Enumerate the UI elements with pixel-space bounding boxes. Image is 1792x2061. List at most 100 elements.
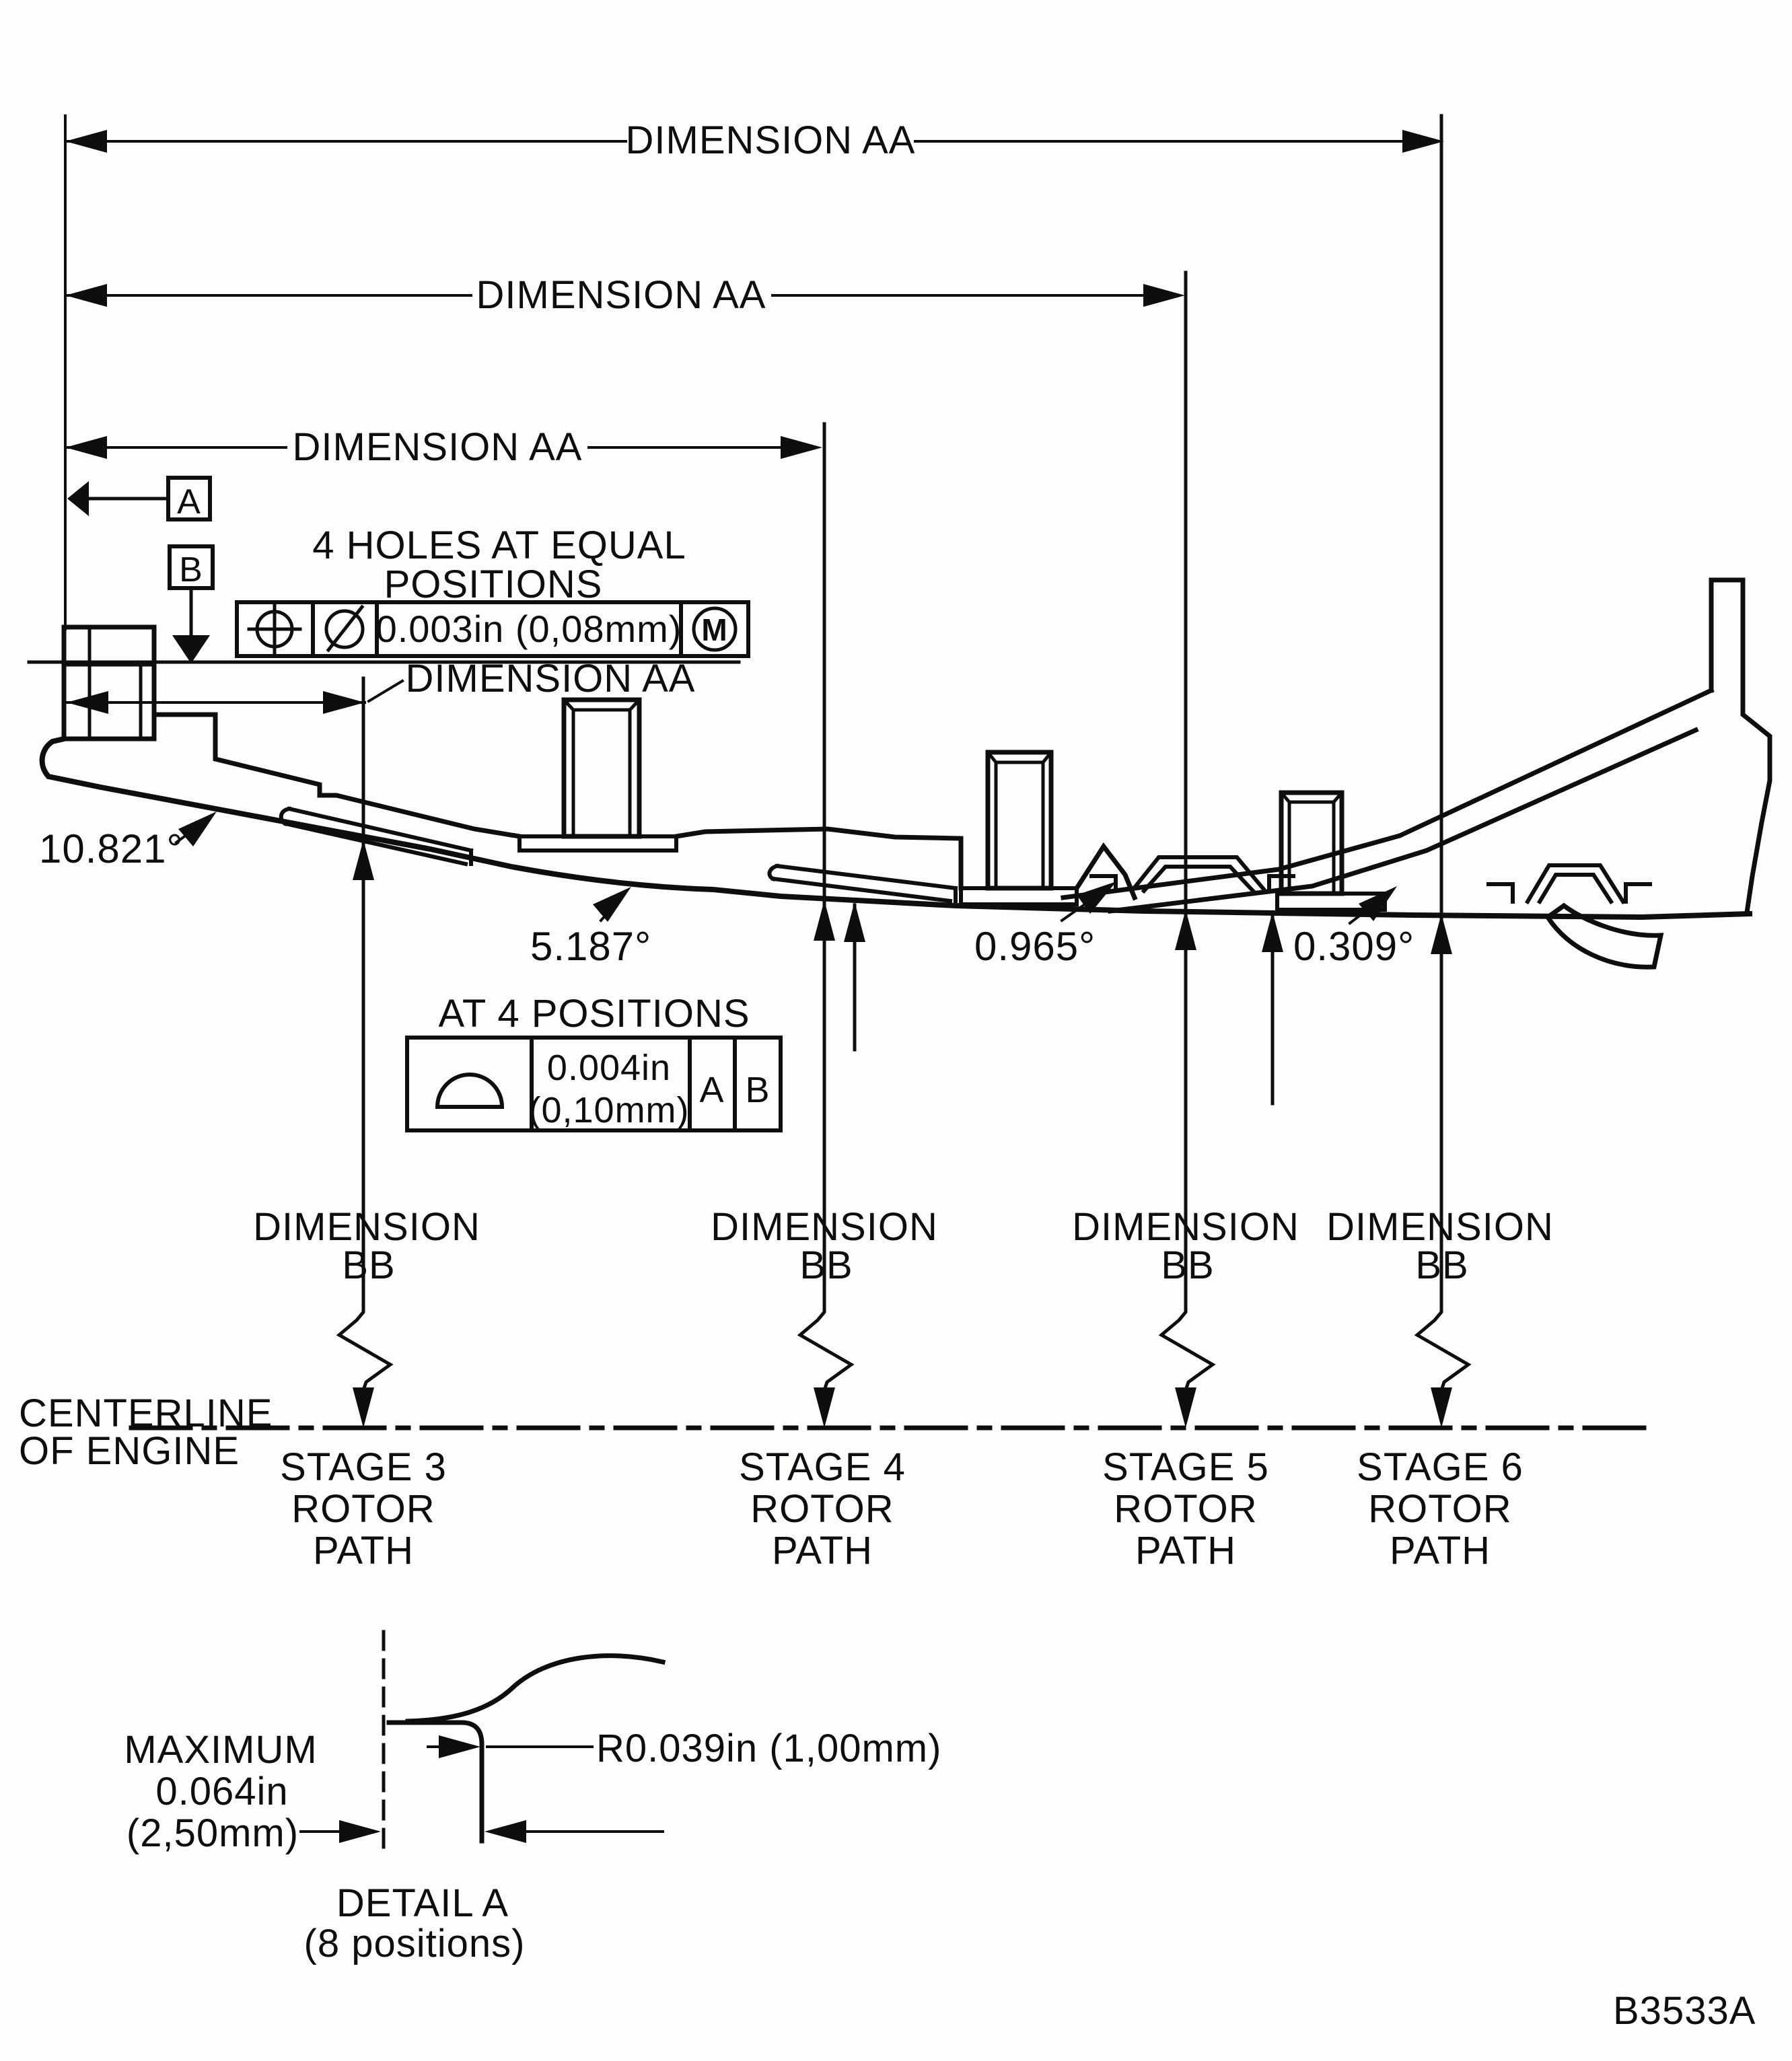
leader-arrowhead-icon — [593, 887, 631, 922]
stage-rotor: ROTOR — [1114, 1487, 1257, 1531]
stage-path: PATH — [313, 1529, 414, 1572]
four-holes-note: 4 HOLES AT EQUAL POSITIONS — [312, 523, 686, 606]
angle-callout-0309: 0.309° — [1293, 886, 1414, 969]
stage4-shroud-land — [767, 863, 958, 904]
arrowhead-left-icon — [67, 691, 108, 714]
detail-max-callout: MAXIMUM 0.064in (2,50mm) — [124, 1728, 664, 1855]
centerline-label: CENTERLINE OF ENGINE — [19, 1391, 273, 1473]
dimension-aa-2-label: DIMENSION AA — [476, 273, 766, 317]
angle-value: 0.965° — [974, 924, 1096, 969]
dimension-aa-4: DIMENSION AA — [65, 657, 696, 714]
arrowhead-left-icon — [485, 1820, 526, 1843]
dimension-bb-column-stage5: DIMENSION BB — [1072, 270, 1299, 1428]
holes-note-line1: 4 HOLES AT EQUAL — [312, 523, 686, 567]
arrowhead-up-icon — [1175, 910, 1196, 950]
arrowhead-up-icon — [1431, 914, 1452, 954]
max-line1: MAXIMUM — [124, 1728, 317, 1772]
rear-flange-tab — [1709, 577, 1772, 915]
leader-arrowhead-icon — [1359, 886, 1397, 921]
arrowhead-down-icon — [814, 1387, 835, 1428]
stage5-vane-boss — [959, 750, 1079, 906]
profile-tolerance-mm: (0,10mm) — [528, 1090, 689, 1130]
detail-a-title: DETAIL A — [336, 1881, 509, 1925]
detail-lip-profile-hook — [386, 1720, 485, 1844]
feature-control-frame-position: 0.003in (0,08mm) M — [235, 600, 750, 658]
stage-3-label: STAGE 3 ROTOR PATH — [280, 1445, 446, 1572]
position-tolerance-icon — [247, 602, 302, 657]
bb-label-line2: BB — [799, 1243, 853, 1287]
arrowhead-down-icon — [1431, 1387, 1452, 1428]
figure-reference: B3533A — [1613, 1989, 1756, 2033]
datum-a-letter: A — [177, 482, 201, 521]
profile-of-a-line-icon — [435, 1073, 505, 1109]
stage-path: PATH — [1390, 1529, 1491, 1572]
arrowhead-up-icon — [814, 900, 835, 941]
arrowhead-down-icon — [353, 1387, 374, 1428]
profile-datum-a: A — [699, 1070, 724, 1110]
position-tolerance-value: 0.003in (0,08mm) — [376, 608, 682, 650]
stage-name: STAGE 6 — [1357, 1445, 1524, 1489]
datum-b-flag: B — [168, 544, 215, 663]
angle-callout-10821: 10.821° — [39, 811, 217, 871]
angle-value: 10.821° — [39, 826, 184, 871]
dimension-bb-column-stage3: DIMENSION BB — [253, 676, 480, 1428]
arrowhead-right-icon — [339, 1820, 381, 1843]
feature-control-frame-profile: 0.004in (0,10mm) A B — [405, 1036, 783, 1132]
centerline-label-line2: OF ENGINE — [19, 1429, 240, 1473]
stage-path: PATH — [1135, 1529, 1236, 1572]
stage-rotor: ROTOR — [291, 1487, 435, 1531]
arrowhead-right-icon — [1402, 130, 1444, 153]
case-top-profile — [151, 712, 1138, 901]
max-line2: 0.064in — [155, 1770, 288, 1813]
dimension-aa-4-label: DIMENSION AA — [406, 657, 696, 700]
case-underside-profile — [39, 735, 1753, 920]
at-4-positions-label: AT 4 POSITIONS — [438, 992, 750, 1036]
detail-radius-callout: R0.039in (1,00mm) — [427, 1727, 941, 1770]
profile-tolerance-in: 0.004in — [547, 1048, 671, 1088]
arrowhead-down-icon — [1175, 1387, 1196, 1428]
stage-4-label: STAGE 4 ROTOR PATH — [739, 1445, 905, 1572]
circled-m-mmc-icon: M — [692, 606, 738, 652]
detail-lip-profile-sweep — [405, 1653, 666, 1724]
arrowhead-up-icon — [844, 902, 865, 942]
stage4-vane-boss — [517, 697, 678, 853]
material-modifier-letter: M — [701, 612, 727, 647]
angle-callout-0965: 0.965° — [974, 881, 1116, 969]
rear-duct-outer-wall — [1061, 687, 1715, 900]
stage-name: STAGE 5 — [1102, 1445, 1269, 1489]
dimension-aa-1-label: DIMENSION AA — [626, 118, 916, 162]
arrowhead-left-icon — [65, 130, 107, 153]
stage6-vane-boss — [1275, 790, 1387, 912]
dimension-bb-column-stage6: DIMENSION BB — [1326, 114, 1553, 1428]
flange-bolt-boss — [61, 624, 157, 742]
arrowhead-left-icon — [65, 284, 107, 307]
datum-a-flag: A — [67, 476, 212, 521]
stage6-pocket — [1486, 863, 1652, 905]
arrowhead-right-icon — [439, 1735, 480, 1758]
stage3-shroud-land — [279, 806, 474, 867]
leader-arrowhead-icon — [1077, 881, 1116, 914]
rear-duct-inner-wall — [1108, 727, 1699, 914]
stage-5-label: STAGE 5 ROTOR PATH — [1102, 1445, 1269, 1572]
stage-path: PATH — [772, 1529, 873, 1572]
angle-value: 5.187° — [530, 924, 651, 969]
diameter-icon — [324, 604, 365, 653]
leader-arrowhead-icon — [178, 811, 217, 846]
holes-note-line2: POSITIONS — [384, 563, 603, 606]
dimension-bb-column-stage4: DIMENSION BB — [711, 422, 937, 1428]
bb-label-line2: BB — [1161, 1243, 1214, 1287]
profile-datum-b: B — [745, 1070, 770, 1110]
bb-label-line1: DIMENSION — [253, 1205, 480, 1249]
arrowhead-right-icon — [781, 436, 822, 459]
centerline-label-line1: CENTERLINE — [19, 1391, 273, 1435]
stage-rotor: ROTOR — [750, 1487, 894, 1531]
datum-triangle-icon — [67, 481, 89, 516]
max-line3: (2,50mm) — [127, 1811, 299, 1855]
arrowhead-up-icon — [353, 840, 374, 880]
arrowhead-up-icon — [1262, 912, 1283, 952]
stage-6-label: STAGE 6 ROTOR PATH — [1357, 1445, 1524, 1572]
rotor-path-aux-arrow-stage5 — [1262, 912, 1283, 1106]
arrowhead-right-icon — [1143, 284, 1185, 307]
